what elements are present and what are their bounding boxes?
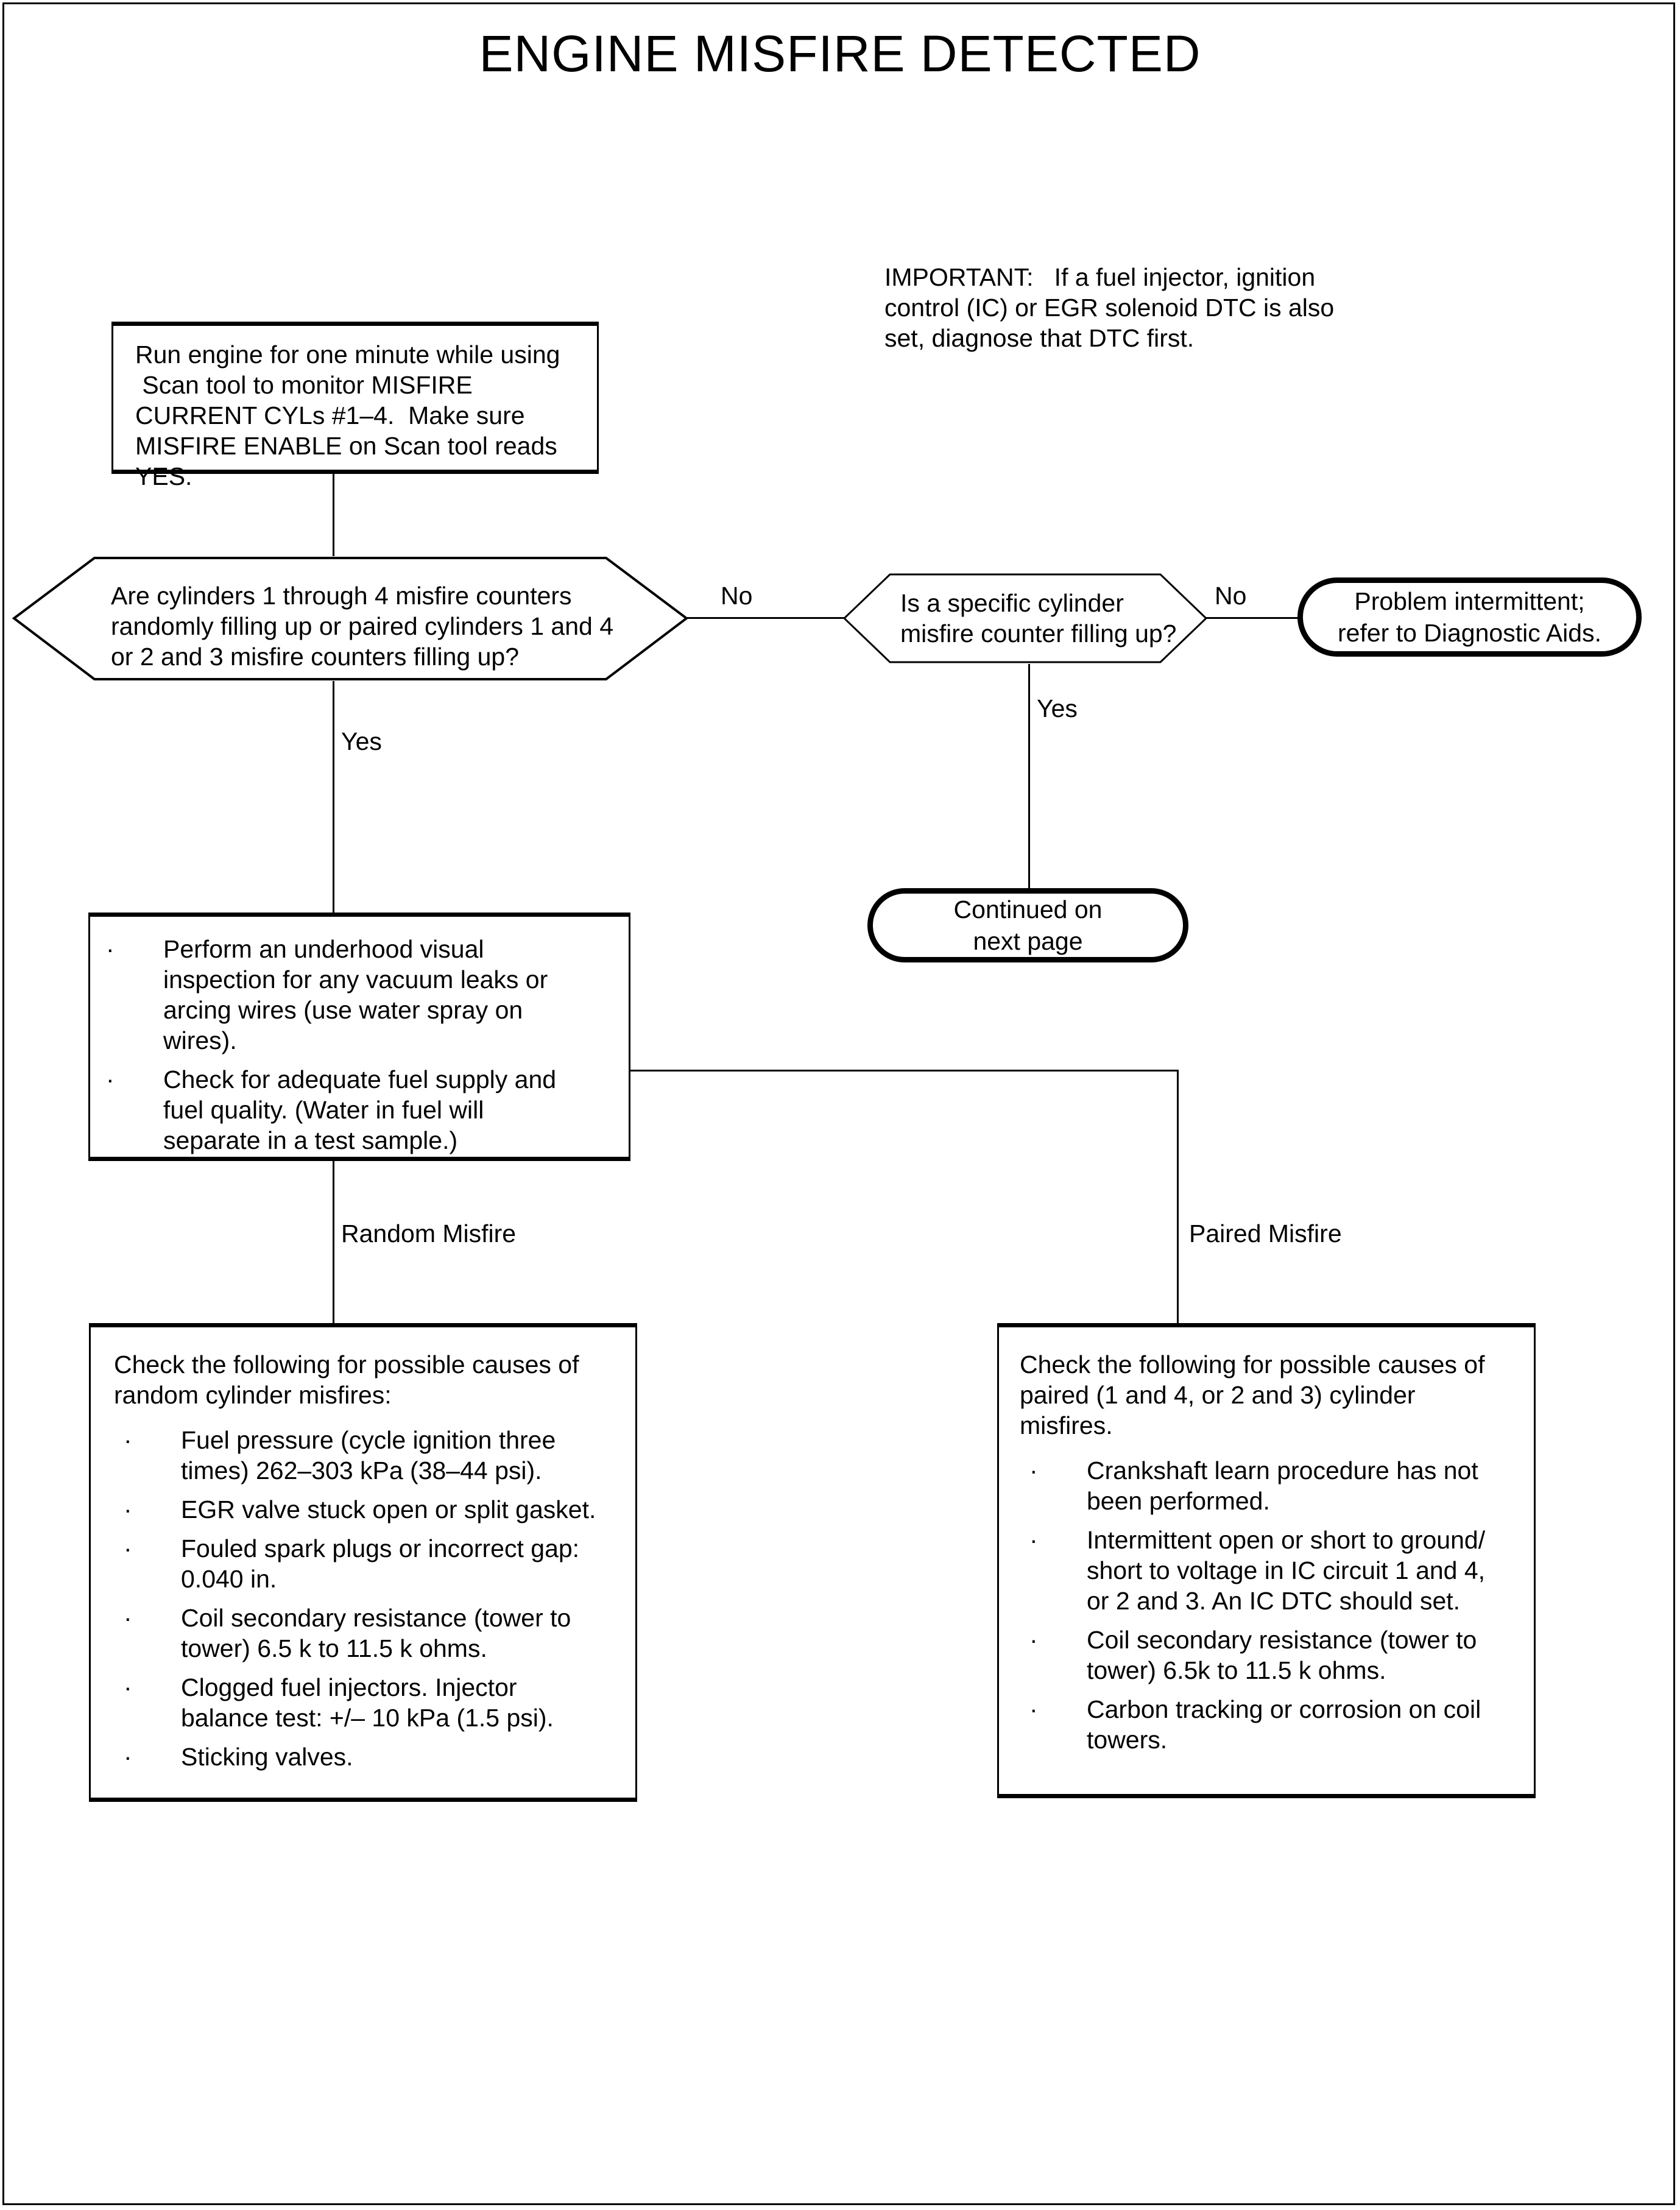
edge-label-random-misfire: Random Misfire: [341, 1220, 517, 1248]
connector-paired-branch-vertical: [1177, 1070, 1179, 1326]
list-item-text: Sticking valves.: [181, 1743, 353, 1771]
terminator-problem-intermittent: Problem intermittent; refer to Diagnosti…: [1297, 577, 1642, 657]
list-item: · Intermittent open or short to ground/ …: [1020, 1525, 1519, 1616]
random-misfire-lead: Check the following for possible causes …: [114, 1350, 579, 1409]
list-item-text: Perform an underhood visual inspection f…: [163, 935, 548, 1054]
page-title: ENGINE MISFIRE DETECTED: [479, 25, 1201, 82]
bullet-glyph: ·: [124, 1495, 132, 1523]
decision-1-text: Are cylinders 1 through 4 misfire counte…: [111, 582, 614, 671]
bullet-glyph: ·: [1029, 1526, 1038, 1554]
bullet-glyph: ·: [1029, 1695, 1038, 1723]
connector-paired-branch-horizontal: [630, 1070, 1179, 1071]
edge-label-decision2-no: No: [1215, 582, 1247, 610]
bullet-glyph: ·: [106, 1065, 115, 1093]
connector-decision1-yes: [333, 681, 334, 914]
decision-1-hexagon: Are cylinders 1 through 4 misfire counte…: [12, 556, 688, 681]
list-item-text: EGR valve stuck open or split gasket.: [181, 1495, 596, 1523]
bullet-glyph: ·: [106, 935, 115, 963]
inspection-process-box: · Perform an underhood visual inspection…: [88, 913, 630, 1161]
list-item: · Fuel pressure (cycle ignition three ti…: [114, 1425, 621, 1486]
list-item-text: Fouled spark plugs or incorrect gap: 0.0…: [181, 1534, 580, 1593]
connector-decision1-no: [686, 617, 857, 619]
list-item: · Coil secondary resistance (tower to to…: [1020, 1625, 1519, 1686]
bullet-glyph: ·: [124, 1673, 132, 1701]
random-misfire-causes-box: Check the following for possible causes …: [89, 1323, 637, 1802]
list-item: · Perform an underhood visual inspection…: [96, 934, 614, 1056]
bullet-glyph: ·: [1029, 1626, 1038, 1654]
random-misfire-bullet-list: · Fuel pressure (cycle ignition three ti…: [114, 1425, 621, 1772]
list-item-text: Fuel pressure (cycle ignition three time…: [181, 1426, 556, 1485]
edge-label-decision1-no: No: [721, 582, 753, 610]
list-item: · EGR valve stuck open or split gasket.: [114, 1494, 621, 1525]
paired-misfire-causes-box: Check the following for possible causes …: [997, 1323, 1536, 1798]
random-misfire-content: Check the following for possible causes …: [91, 1327, 635, 1772]
list-item-text: Carbon tracking or corrosion on coil tow…: [1087, 1695, 1481, 1754]
list-item: · Sticking valves.: [114, 1742, 621, 1772]
edge-label-decision2-yes: Yes: [1037, 694, 1078, 722]
connector-decision2-yes: [1028, 664, 1030, 888]
terminator-continued-next-page-text: Continued on next page: [953, 895, 1103, 955]
list-item: · Check for adequate fuel supply and fue…: [96, 1064, 614, 1156]
list-item: · Fouled spark plugs or incorrect gap: 0…: [114, 1533, 621, 1594]
bullet-glyph: ·: [124, 1604, 132, 1632]
decision-2-hexagon: Is a specific cylinder misfire counter f…: [842, 573, 1208, 664]
list-item: · Carbon tracking or corrosion on coil t…: [1020, 1694, 1519, 1755]
list-item-text: Check for adequate fuel supply and fuel …: [163, 1065, 557, 1154]
terminator-problem-intermittent-text: Problem intermittent; refer to Diagnosti…: [1338, 587, 1601, 647]
paired-misfire-bullet-list: · Crankshaft learn procedure has not bee…: [1020, 1455, 1519, 1755]
bullet-glyph: ·: [124, 1743, 132, 1771]
list-item-text: Coil secondary resistance (tower to towe…: [1087, 1626, 1477, 1684]
start-process-text: Run engine for one minute while using Sc…: [135, 341, 560, 490]
inspection-bullet-list: · Perform an underhood visual inspection…: [90, 917, 629, 1156]
connector-decision2-no: [1206, 617, 1297, 619]
list-item: · Coil secondary resistance (tower to to…: [114, 1603, 621, 1664]
bullet-glyph: ·: [1029, 1456, 1038, 1485]
paired-misfire-content: Check the following for possible causes …: [999, 1327, 1534, 1755]
start-process-box: Run engine for one minute while using Sc…: [111, 322, 599, 490]
terminator-continued-next-page: Continued on next page: [867, 888, 1188, 962]
important-note: IMPORTANT: If a fuel injector, ignition …: [884, 263, 1335, 352]
list-item-text: Coil secondary resistance (tower to towe…: [181, 1604, 571, 1662]
bullet-glyph: ·: [124, 1426, 132, 1454]
decision-2-text: Is a specific cylinder misfire counter f…: [900, 589, 1177, 648]
list-item-text: Intermittent open or short to ground/ sh…: [1087, 1526, 1486, 1615]
list-item: · Crankshaft learn procedure has not bee…: [1020, 1455, 1519, 1516]
edge-label-decision1-yes: Yes: [341, 727, 382, 755]
connector-random-branch-vertical: [333, 1161, 334, 1326]
edge-label-paired-misfire: Paired Misfire: [1189, 1220, 1342, 1248]
list-item-text: Clogged fuel injectors. Injector balance…: [181, 1673, 554, 1732]
bullet-glyph: ·: [124, 1534, 132, 1562]
list-item-text: Crankshaft learn procedure has not been …: [1087, 1456, 1478, 1515]
paired-misfire-lead: Check the following for possible causes …: [1020, 1350, 1485, 1439]
connector-start-to-decision1: [333, 474, 334, 556]
list-item: · Clogged fuel injectors. Injector balan…: [114, 1672, 621, 1733]
